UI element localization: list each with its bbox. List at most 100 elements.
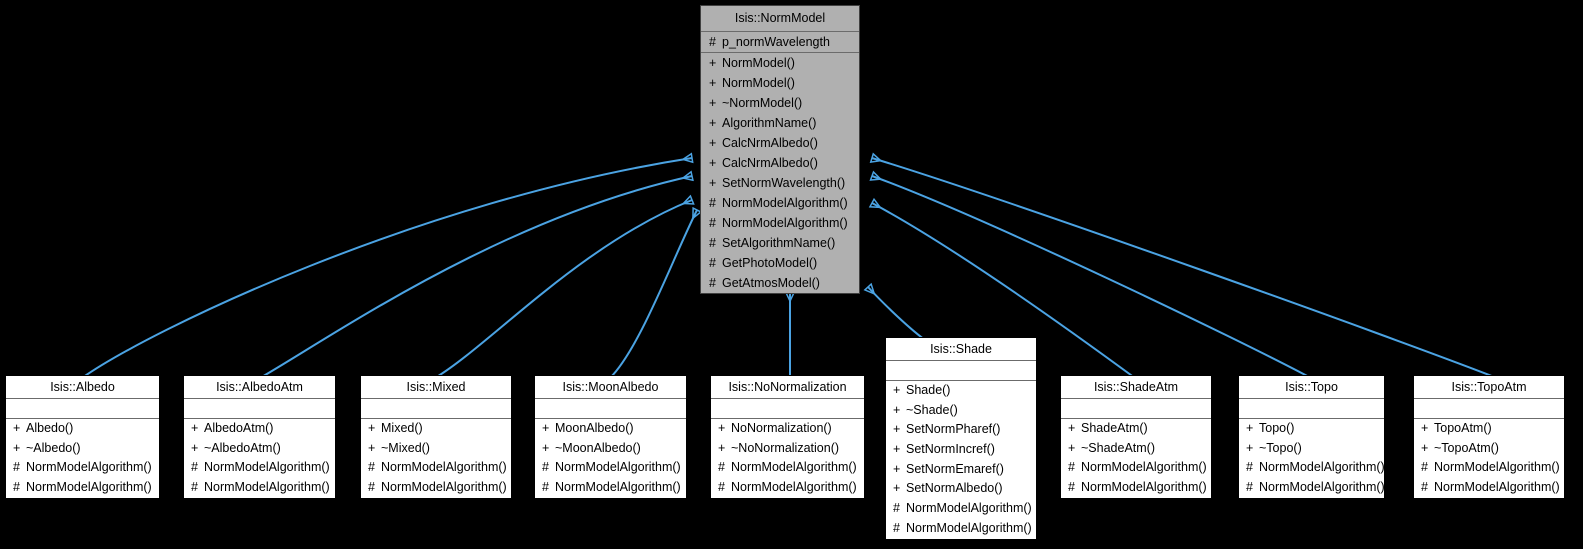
method-row: #NormModelAlgorithm() xyxy=(711,458,864,478)
method-row: #NormModelAlgorithm() xyxy=(1414,458,1564,478)
visibility-marker: # xyxy=(1246,460,1253,475)
class-box-moon-albedo[interactable]: Isis::MoonAlbedo +MoonAlbedo() +~MoonAlb… xyxy=(534,375,687,499)
method-label: NormModelAlgorithm() xyxy=(731,480,857,495)
class-box-shade-atm[interactable]: Isis::ShadeAtm +ShadeAtm() +~ShadeAtm() … xyxy=(1060,375,1212,499)
attributes-compartment: #p_normWavelength xyxy=(701,32,859,53)
method-label: SetNormAlbedo() xyxy=(906,481,1003,496)
method-label: ~Shade() xyxy=(906,402,958,417)
method-row: #NormModelAlgorithm() xyxy=(711,478,864,498)
visibility-marker: + xyxy=(368,421,376,435)
visibility-marker: # xyxy=(191,460,198,475)
method-row: +AlbedoAtm() xyxy=(184,419,335,439)
visibility-marker: + xyxy=(709,176,717,190)
class-title: Isis::TopoAtm xyxy=(1414,376,1564,399)
method-row: +~MoonAlbedo() xyxy=(535,439,686,459)
visibility-marker: + xyxy=(1068,440,1076,455)
method-label: NormModelAlgorithm() xyxy=(1434,480,1560,495)
method-row: +~NormModel() xyxy=(701,93,859,113)
visibility-marker: # xyxy=(1421,480,1428,495)
method-label: NormModelAlgorithm() xyxy=(381,460,507,475)
method-label: ~ShadeAtm() xyxy=(1081,440,1155,455)
visibility-marker: # xyxy=(893,520,900,535)
visibility-marker: # xyxy=(709,216,716,230)
method-label: NormModelAlgorithm() xyxy=(381,480,507,495)
visibility-marker: + xyxy=(893,461,901,476)
method-label: NormModelAlgorithm() xyxy=(722,196,848,210)
visibility-marker: + xyxy=(1068,421,1076,435)
attributes-compartment xyxy=(1239,399,1384,419)
visibility-marker: # xyxy=(1246,480,1253,495)
class-box-topo[interactable]: Isis::Topo +Topo() +~Topo() #NormModelAl… xyxy=(1238,375,1385,499)
method-label: ~NoNormalization() xyxy=(731,440,840,455)
method-label: MoonAlbedo() xyxy=(555,421,634,435)
method-row: #NormModelAlgorithm() xyxy=(701,193,859,213)
method-row: #NormModelAlgorithm() xyxy=(184,478,335,498)
class-title: Isis::NormModel xyxy=(701,6,859,32)
class-box-albedo-atm[interactable]: Isis::AlbedoAtm +AlbedoAtm() +~AlbedoAtm… xyxy=(183,375,336,499)
visibility-marker: # xyxy=(191,480,198,495)
method-row: #NormModelAlgorithm() xyxy=(6,478,159,498)
class-box-topo-atm[interactable]: Isis::TopoAtm +TopoAtm() +~TopoAtm() #No… xyxy=(1413,375,1565,499)
method-label: NormModelAlgorithm() xyxy=(1259,480,1384,495)
method-label: NormModel() xyxy=(722,56,795,70)
attributes-compartment xyxy=(6,399,159,419)
method-row: #NormModelAlgorithm() xyxy=(1061,458,1211,478)
method-label: NoNormalization() xyxy=(731,421,832,435)
visibility-marker: # xyxy=(13,460,20,475)
edge-albedo xyxy=(81,158,692,379)
method-label: SetNormEmaref() xyxy=(906,461,1004,476)
method-label: NormModelAlgorithm() xyxy=(1081,460,1207,475)
method-row: + ~NoNormalization() xyxy=(711,439,864,459)
class-title: Isis::Albedo xyxy=(6,376,159,399)
attributes-compartment xyxy=(361,399,511,419)
method-row: #NormModelAlgorithm() xyxy=(1239,458,1384,478)
method-row: +MoonAlbedo() xyxy=(535,419,686,439)
method-row: + ~ShadeAtm() xyxy=(1061,439,1211,459)
method-label: NormModelAlgorithm() xyxy=(722,216,848,230)
method-row: + NormModel() xyxy=(701,73,859,93)
method-row: +CalcNrmAlbedo() xyxy=(701,153,859,173)
methods-compartment: +MoonAlbedo() +~MoonAlbedo() #NormModelA… xyxy=(535,419,686,498)
visibility-marker: + xyxy=(718,440,726,455)
class-box-shade[interactable]: Isis::Shade +Shade() +~Shade() +SetNormP… xyxy=(885,337,1037,540)
class-box-mixed[interactable]: Isis::Mixed +Mixed() +~Mixed() #NormMode… xyxy=(360,375,512,499)
visibility-marker: + xyxy=(191,421,199,435)
visibility-marker: + xyxy=(542,440,550,455)
class-box-norm-model[interactable]: Isis::NormModel #p_normWavelength +NormM… xyxy=(700,5,860,294)
edge-mixed xyxy=(434,200,692,379)
method-label: TopoAtm() xyxy=(1434,421,1492,435)
method-label: ShadeAtm() xyxy=(1081,421,1148,435)
edge-topo xyxy=(872,176,1312,379)
methods-compartment: +Albedo() +~Albedo() #NormModelAlgorithm… xyxy=(6,419,159,498)
method-row: # NormModelAlgorithm() xyxy=(1239,478,1384,498)
visibility-marker: + xyxy=(893,481,901,496)
method-row: + SetNormAlbedo() xyxy=(886,479,1036,499)
method-label: NormModelAlgorithm() xyxy=(26,480,152,495)
method-label: NormModel() xyxy=(722,76,795,90)
class-title: Isis::MoonAlbedo xyxy=(535,376,686,399)
method-label: AlgorithmName() xyxy=(722,116,817,130)
methods-compartment: +NormModel() +NormModel() +~NormModel() … xyxy=(701,53,859,293)
visibility-marker: # xyxy=(368,480,375,495)
method-row: +NormModel() xyxy=(701,53,859,73)
class-title: Isis::NoNormalization xyxy=(711,376,864,399)
method-row: #NormModelAlgorithm() xyxy=(886,519,1036,539)
visibility-marker: # xyxy=(709,236,716,250)
class-title: Isis::AlbedoAtm xyxy=(184,376,335,399)
methods-compartment: +Topo() +~Topo() #NormModelAlgorithm() #… xyxy=(1239,419,1384,498)
method-row: #GetPhotoModel() xyxy=(701,253,859,273)
attributes-compartment xyxy=(535,399,686,419)
visibility-marker: + xyxy=(709,76,717,90)
method-row: #NormModelAlgorithm() xyxy=(886,499,1036,519)
method-row: +~AlbedoAtm() xyxy=(184,439,335,459)
class-box-no-normalization[interactable]: Isis::NoNormalization + NoNormalization()… xyxy=(710,375,865,499)
class-title: Isis::Shade xyxy=(886,338,1036,361)
method-row: +Albedo() xyxy=(6,419,159,439)
method-label: GetPhotoModel() xyxy=(722,256,818,270)
method-row: #NormModelAlgorithm() xyxy=(6,458,159,478)
visibility-marker: # xyxy=(542,460,549,475)
method-row: #GetAtmosModel() xyxy=(701,273,859,293)
visibility-marker: + xyxy=(191,440,199,455)
visibility-marker: # xyxy=(709,35,716,49)
class-box-albedo[interactable]: Isis::Albedo +Albedo() +~Albedo() #NormM… xyxy=(5,375,160,499)
